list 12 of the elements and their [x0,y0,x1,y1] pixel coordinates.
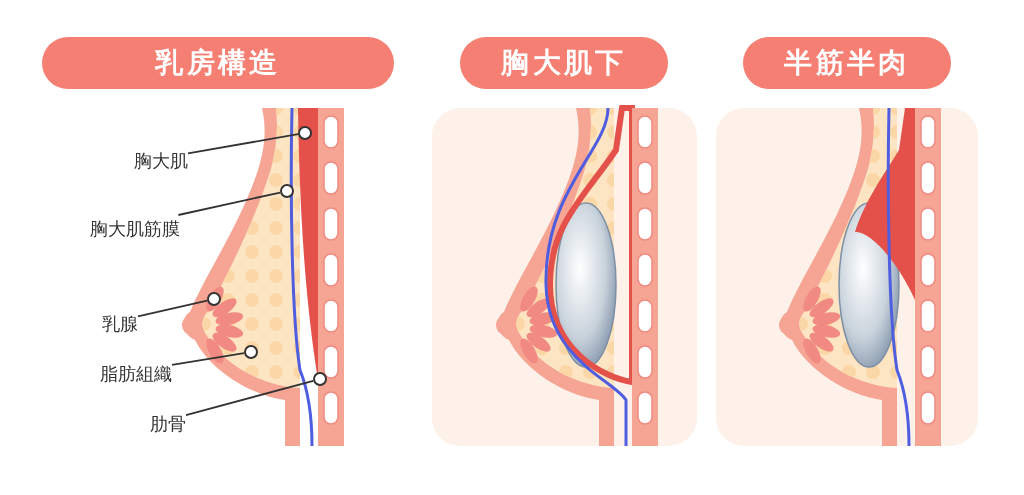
title-banner: 胸大肌下 [460,37,668,89]
leader-line [185,379,315,416]
leader-line [171,352,245,366]
part-label: 脂肪組織 [60,360,172,388]
leader-line [177,191,282,216]
part-label: 肋骨 [120,410,186,438]
part-label: 胸大肌筋膜 [50,215,180,243]
title-banner: 半筋半肉 [743,37,951,89]
leader-line [187,133,299,155]
title-banner: 乳房構造 [42,37,394,89]
part-label: 胸大肌 [100,147,188,175]
part-label: 乳腺 [70,310,138,338]
